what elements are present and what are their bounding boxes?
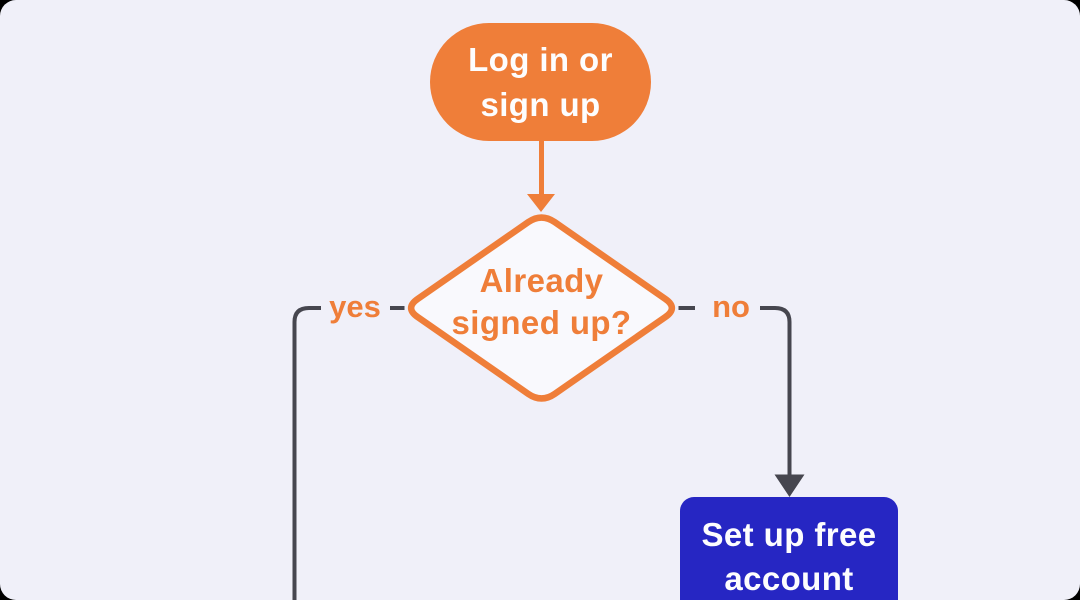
- start-arrowhead-icon: [527, 194, 555, 212]
- no-connector-line: [760, 306, 792, 476]
- start-node-label-line1: Log in or: [468, 41, 613, 78]
- no-branch-label: no: [712, 289, 750, 324]
- yes-connector-line: [292, 306, 321, 600]
- action-node-setup-account: Set up free account: [680, 497, 898, 600]
- decision-node-label: Already signed up?: [416, 260, 667, 344]
- decision-label-line2: signed up?: [451, 304, 632, 341]
- no-arrowhead-icon: [774, 474, 805, 497]
- action-node-label-line1: Set up free: [701, 516, 877, 553]
- decision-diamond-shape: [407, 214, 676, 402]
- start-node-label-line2: sign up: [480, 86, 601, 123]
- decision-label-line1: Already: [479, 262, 604, 299]
- yes-branch-label: yes: [329, 289, 381, 324]
- start-arrow-line: [539, 139, 544, 197]
- start-node-login-signup: Log in or sign up: [430, 23, 651, 141]
- action-node-label-line2: account: [724, 560, 854, 597]
